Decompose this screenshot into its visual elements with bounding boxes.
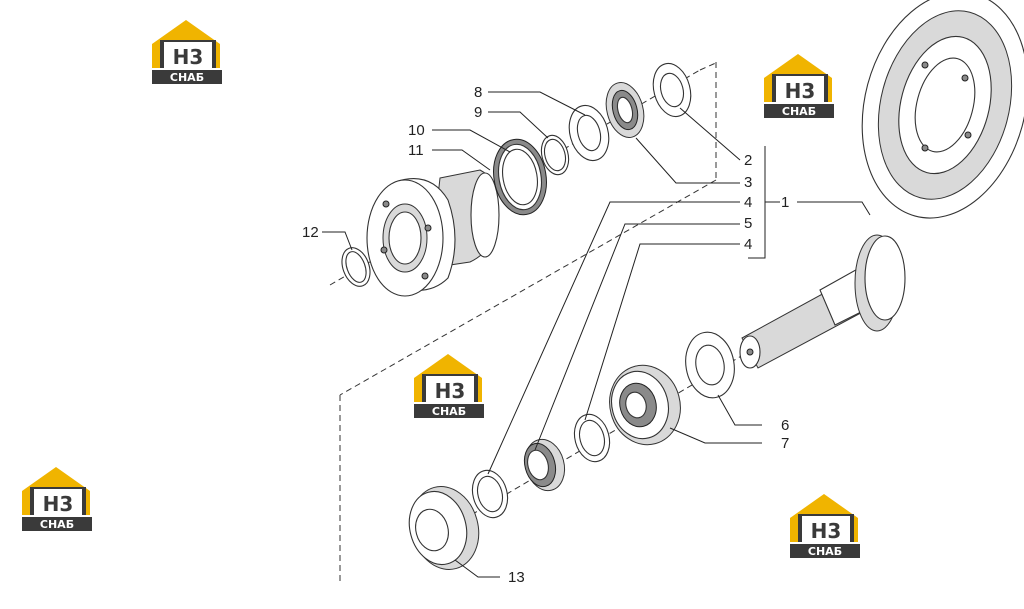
svg-text:H3: H3 (173, 45, 204, 69)
part-ring-4-lower (471, 469, 509, 519)
leader-lines (322, 91, 871, 578)
callout-8: 8 (474, 84, 482, 101)
callout-labels: 8 9 10 11 12 2 3 4 5 4 1 6 7 13 (302, 84, 789, 586)
part-washer-8 (568, 104, 610, 162)
svg-text:CHAБ: CHAБ (40, 518, 74, 531)
part-spacer-5 (523, 438, 566, 492)
watermark-logo: H3 CHAБ (22, 467, 92, 531)
svg-text:H3: H3 (43, 492, 74, 516)
part-flange-housing (366, 169, 500, 297)
svg-text:CHAБ: CHAБ (808, 545, 842, 558)
svg-text:H3: H3 (811, 519, 842, 543)
part-shim-2 (652, 62, 692, 118)
part-ring-9 (540, 134, 570, 176)
svg-text:H3: H3 (435, 379, 466, 403)
watermark-logo: H3 CHAБ (152, 20, 222, 84)
part-ring-gear (861, 0, 1024, 219)
callout-1: 1 (781, 194, 789, 211)
part-pinion-shaft (739, 234, 906, 369)
callout-12: 12 (302, 224, 319, 241)
callout-13: 13 (508, 569, 525, 586)
callout-7: 7 (781, 435, 789, 452)
watermark-logo: H3 CHAБ (790, 494, 860, 558)
part-bearing-13 (408, 486, 480, 570)
svg-text:H3: H3 (785, 79, 816, 103)
part-ring-4-upper (573, 413, 611, 463)
part-nut (605, 82, 645, 138)
callout-4-bottom: 4 (744, 236, 752, 253)
callout-9: 9 (474, 104, 482, 121)
svg-text:CHAБ: CHAБ (170, 71, 204, 84)
callout-11: 11 (408, 142, 424, 159)
svg-text:CHAБ: CHAБ (782, 105, 816, 118)
callout-10: 10 (408, 122, 425, 139)
callout-5: 5 (744, 215, 752, 232)
part-washer-6 (685, 331, 735, 399)
callout-4-top: 4 (744, 194, 752, 211)
callout-6: 6 (781, 417, 789, 434)
callout-2: 2 (744, 152, 752, 169)
part-circlip (341, 247, 371, 287)
part-bearing-7 (609, 364, 681, 446)
callout-3: 3 (744, 174, 752, 191)
part-seal (493, 138, 547, 216)
watermark-logo: H3 CHAБ (414, 354, 484, 418)
svg-text:CHAБ: CHAБ (432, 405, 466, 418)
watermark-logo: H3 CHAБ (764, 54, 834, 118)
